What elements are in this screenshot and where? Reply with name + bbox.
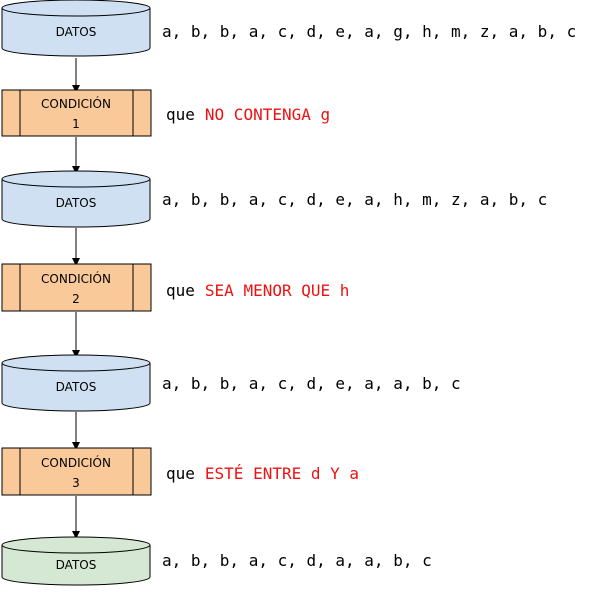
condition-rule-text: NO CONTENGA g	[205, 105, 330, 124]
condition-number: 2	[72, 292, 80, 306]
datos-cylinder-3: DATOS	[1, 354, 151, 412]
datos-values-3: a, b, b, a, c, d, e, a, a, b, c	[162, 374, 461, 393]
condition-box-2: CONDICIÓN 2	[1, 263, 152, 312]
datos-label: DATOS	[56, 25, 97, 39]
datos-cylinder-final: DATOS	[1, 536, 151, 586]
datos-values-1: a, b, b, a, c, d, e, a, g, h, m, z, a, b…	[162, 22, 576, 41]
condition-title: CONDICIÓN	[41, 271, 111, 286]
datos-label: DATOS	[56, 196, 97, 210]
condition-rule-text: SEA MENOR QUE h	[205, 281, 350, 300]
datos-values-final: a, b, b, a, c, d, a, a, b, c	[162, 551, 432, 570]
datos-label: DATOS	[56, 380, 97, 394]
datos-values-2: a, b, b, a, c, d, e, a, h, m, z, a, b, c	[162, 190, 547, 209]
condition-number: 1	[72, 117, 80, 131]
condition-title: CONDICIÓN	[41, 455, 111, 470]
condition-prefix: que	[166, 464, 195, 483]
condition-number: 3	[72, 476, 80, 490]
condition-rule-3: que ESTÉ ENTRE d Y a	[166, 464, 359, 483]
condition-prefix: que	[166, 281, 195, 300]
condition-prefix: que	[166, 105, 195, 124]
condition-rule-1: que NO CONTENGA g	[166, 105, 330, 124]
condition-box-3: CONDICIÓN 3	[1, 447, 152, 496]
condition-rule-2: que SEA MENOR QUE h	[166, 281, 349, 300]
condition-title: CONDICIÓN	[41, 96, 111, 111]
datos-cylinder-1: DATOS	[1, 0, 151, 57]
condition-box-1: CONDICIÓN 1	[1, 89, 152, 137]
condition-rule-text: ESTÉ ENTRE d Y a	[205, 464, 359, 483]
datos-label: DATOS	[56, 558, 97, 572]
datos-cylinder-2: DATOS	[1, 170, 151, 228]
